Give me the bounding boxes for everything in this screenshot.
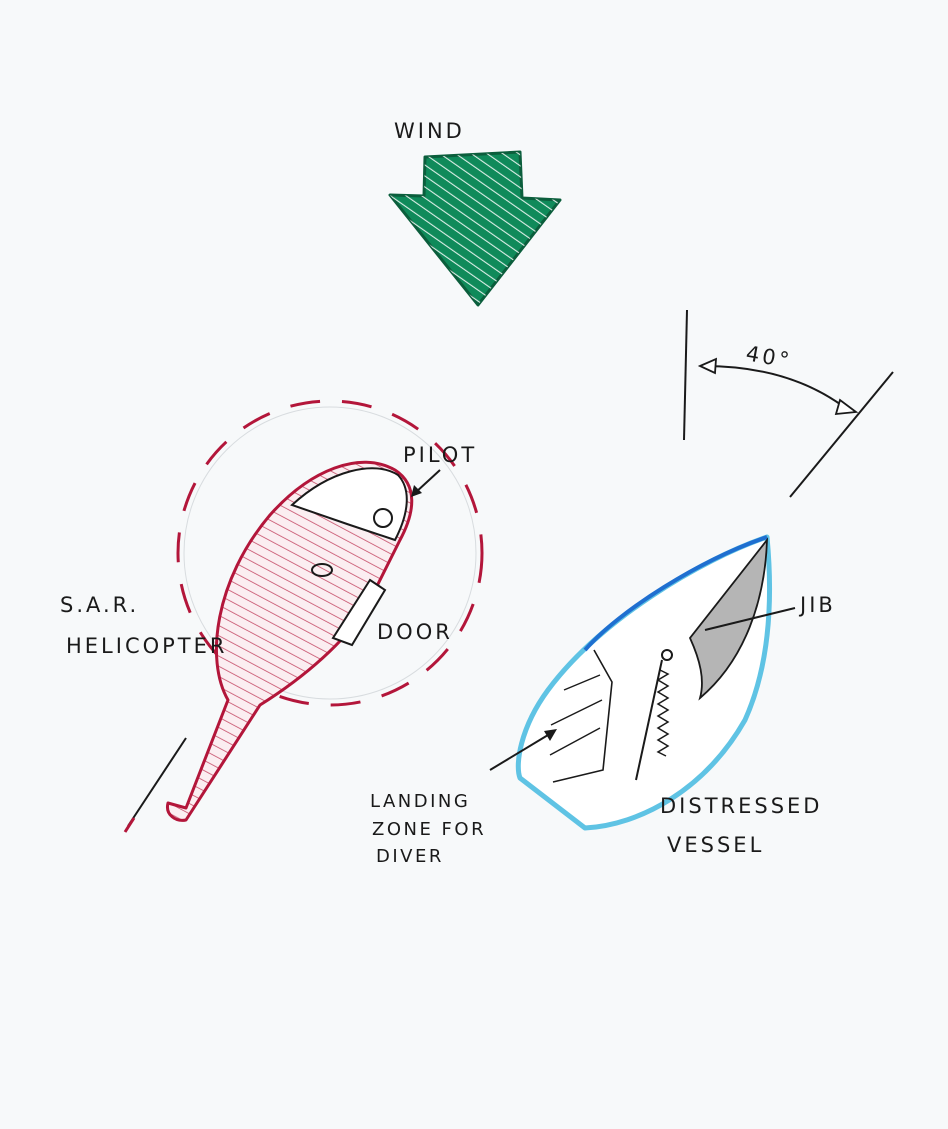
landing-zone-label-line1: LANDING	[370, 791, 470, 812]
pilot-label: PILOT	[403, 443, 477, 467]
wind-label: WIND	[394, 119, 465, 143]
vessel-label-line1: DISTRESSED	[660, 794, 822, 818]
landing-zone-label-line2: ZONE FOR	[372, 819, 486, 840]
jib-label: JIB	[798, 593, 836, 617]
vessel-label-line2: VESSEL	[667, 833, 764, 857]
helicopter-label-line1: S.A.R.	[60, 593, 139, 617]
landing-zone-label-line3: DIVER	[376, 846, 444, 867]
door-label: DOOR	[377, 620, 453, 644]
helicopter-label-line2: HELICOPTER	[66, 634, 228, 658]
